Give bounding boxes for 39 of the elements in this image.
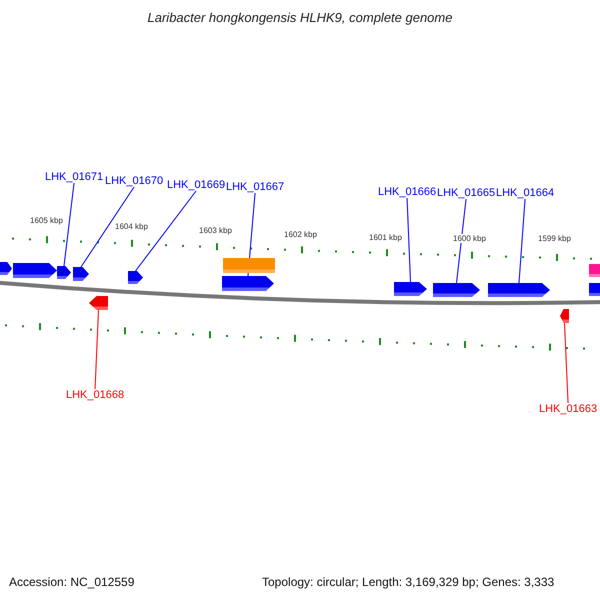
gene-label: LHK_01670 bbox=[105, 175, 164, 187]
scale-label: 1604 kbp bbox=[115, 222, 148, 231]
gene-label: LHK_01666 bbox=[378, 186, 436, 198]
info-text: Topology: circular; Length: 3,169,329 bp; Genes: 3,333 bbox=[262, 575, 554, 589]
scale-label: 1600 kbp bbox=[453, 234, 486, 243]
gene-block bbox=[394, 282, 427, 296]
leader-line bbox=[80, 186, 135, 268]
diagram-title: Laribacter hongkongensis HLHK9, complete genome bbox=[148, 10, 452, 25]
gene-block bbox=[222, 276, 274, 291]
gene-block bbox=[488, 283, 550, 297]
scale-label: 1603 kbp bbox=[199, 226, 232, 235]
gene-block bbox=[560, 309, 569, 323]
leader-line bbox=[564, 322, 569, 404]
leader-line bbox=[406, 198, 411, 282]
leader-line bbox=[456, 198, 467, 284]
gene-label: LHK_01668 bbox=[66, 389, 124, 401]
gene-block bbox=[89, 296, 108, 310]
gene-block bbox=[73, 267, 89, 281]
gene-label: LHK_01665 bbox=[437, 187, 496, 199]
gene-label: LHK_01664 bbox=[496, 187, 554, 199]
gene-block bbox=[57, 266, 71, 279]
gene-label: LHK_01669 bbox=[167, 179, 226, 191]
leader-line bbox=[135, 190, 197, 272]
info-text: Accession: NC_012559 bbox=[9, 575, 134, 589]
leader-line bbox=[64, 182, 75, 266]
gene-block bbox=[223, 258, 275, 273]
gene-block bbox=[589, 264, 600, 277]
gene-block bbox=[433, 283, 480, 297]
leader-line bbox=[94, 310, 99, 390]
scale-label: 1601 kbp bbox=[369, 233, 402, 242]
scale-label: 1605 kbp bbox=[30, 216, 63, 225]
gene-label: LHK_01663 bbox=[539, 403, 598, 415]
gene-block bbox=[128, 271, 143, 284]
leader-line bbox=[518, 198, 526, 284]
gene-label: LHK_01667 bbox=[226, 181, 284, 193]
scale-label: 1599 kbp bbox=[538, 234, 571, 243]
gene-block bbox=[589, 283, 600, 296]
scale-label: 1602 kbp bbox=[284, 230, 317, 239]
gene-label: LHK_01671 bbox=[45, 171, 104, 183]
